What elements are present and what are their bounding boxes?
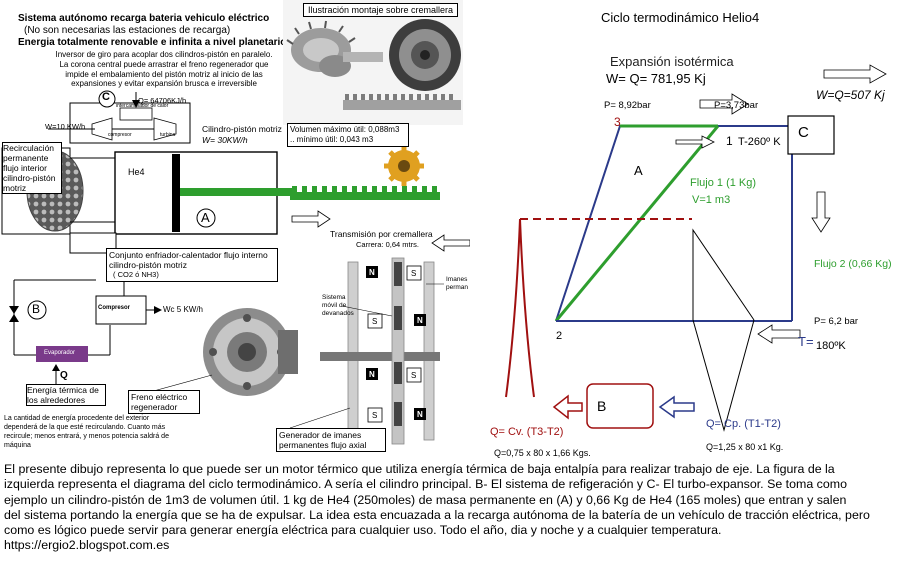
volume-max: Volumen máximo útil: 0,088m3 (290, 125, 400, 134)
turbine-work: W=Q=507 Kj (816, 88, 885, 102)
cooler-box: Conjunto enfriador-calentador flujo inte… (106, 248, 278, 282)
description-line: izquierda representa el diagrama del cic… (4, 477, 847, 492)
evaporator-label: Evaporador (44, 350, 76, 356)
magnets-label: Imanes perman (446, 276, 469, 291)
volume-1: V=1 m3 (692, 194, 731, 206)
q-cp-value: Q=1,25 x 80 x1 Kg. (706, 442, 784, 452)
compresor-small-label: compresor (108, 132, 132, 138)
cooler-label: Conjunto enfriador-calentador flujo inte… (109, 250, 268, 270)
expansion-title: Expansión isotérmica (610, 54, 734, 69)
temperature-1: T-260º K (738, 136, 781, 148)
magnet-s-3: S (411, 371, 417, 380)
label-c-circle: C (102, 91, 110, 103)
rack-stroke: Carrera: 0,64 mtrs. (356, 240, 419, 249)
point-1: 1 (726, 134, 733, 148)
flujo-1: Flujo 1 (1 Kg) (690, 177, 757, 189)
description-line: El presente dibujo representa lo que pue… (4, 462, 835, 476)
pressure-1: P=3,73bar (714, 100, 759, 111)
magnet-s-1: S (411, 269, 417, 278)
brake-label: Freno eléctrico regenerador (128, 390, 200, 414)
pressure-2: P= 6,2 bar (814, 316, 859, 327)
thermal-energy-label: Energía térmica de los alrededores (26, 384, 106, 406)
header-subtitle: (No son necesarias las estaciones de rec… (24, 25, 231, 36)
moving-windings-label: Sistema móvil de devanados (322, 294, 354, 317)
recirculation-label: Recirculación permanente flujo interior … (2, 142, 62, 194)
magnet-n-4: N (417, 410, 423, 419)
label-b-circle: B (32, 302, 41, 316)
source-url[interactable]: https://ergio2.blogspot.com.es (4, 538, 170, 553)
cylinder-power: W= 30KW/h (202, 135, 248, 145)
magnet-n-1: N (369, 268, 375, 277)
inverter-note: Inversor de giro para acoplar dos cilind… (55, 50, 273, 89)
intercambiador-label: intercambiador de calor (116, 103, 169, 109)
description-line: del sistema portando la energía que se h… (4, 507, 870, 522)
energy-note: La cantidad de energía procedente del ex… (4, 415, 169, 449)
region-a: A (634, 163, 643, 178)
generator-label: Generador de imanes permanentes flujo ax… (276, 428, 386, 452)
temperature-prefix: T= (798, 334, 814, 349)
box-c-label: C (798, 124, 809, 141)
magnet-s-2: S (372, 317, 378, 326)
w-turbine-label: W=10 KW/h (45, 122, 86, 131)
q-cp: Q= Cp. (T1-T2) (706, 418, 781, 430)
description-line: como es lógico puede servir para generar… (4, 523, 722, 538)
flujo-2: Flujo 2 (0,66 Kg) (814, 258, 892, 270)
illustration-caption: Ilustración montaje sobre cremallera (303, 3, 459, 17)
pressure-3: P= 8,92bar (604, 100, 651, 111)
cylinder-title: Cilindro-pistón motriz (202, 124, 282, 134)
magnet-n-2: N (417, 316, 423, 325)
rack-title: Transmisión por cremallera (330, 229, 433, 239)
wc-label: Wc 5 KW/h (163, 305, 204, 314)
compressor-label: Compresor (98, 305, 131, 311)
volume-box: Volumen máximo útil: 0,088m3 .. mínimo ú… (287, 123, 409, 147)
cycle-title: Ciclo termodinámico Helio4 (601, 10, 760, 25)
magnet-n-3: N (369, 370, 375, 379)
magnet-s-4: S (372, 411, 378, 420)
thermo-cycle-diagram (505, 64, 887, 432)
rack-mount-illustration (283, 0, 463, 125)
cooler-gas: ( CO2 ó NH3) (113, 270, 159, 279)
q-cv: Q= Cv. (T3-T2) (490, 426, 564, 438)
turbina-small-label: turbina (160, 132, 176, 138)
q-c-label: Q= 64706KJ/h (138, 96, 187, 105)
q-evap-label: Q (60, 370, 68, 381)
he4-label: He4 (128, 167, 145, 177)
point-3: 3 (614, 115, 621, 129)
label-a-circle: A (201, 210, 210, 225)
temperature-2: 180ºK (816, 340, 846, 352)
header-title: Sistema autónomo recarga bateria vehicul… (18, 13, 270, 24)
header-tagline: Energia totalmente renovable e infinita … (18, 37, 287, 48)
description-line: ejemplo un cilindro-pistón de 1m3 de vol… (4, 492, 847, 507)
q-cv-value: Q=0,75 x 80 x 1,66 Kgs. (494, 448, 591, 458)
expansion-work: W= Q= 781,95 Kj (606, 71, 706, 86)
point-2: 2 (556, 330, 563, 342)
volume-min: .. mínimo útil: 0,043 m3 (290, 135, 374, 144)
description: El presente dibujo representa lo que pue… (4, 462, 906, 554)
box-b-label: B (597, 398, 607, 414)
